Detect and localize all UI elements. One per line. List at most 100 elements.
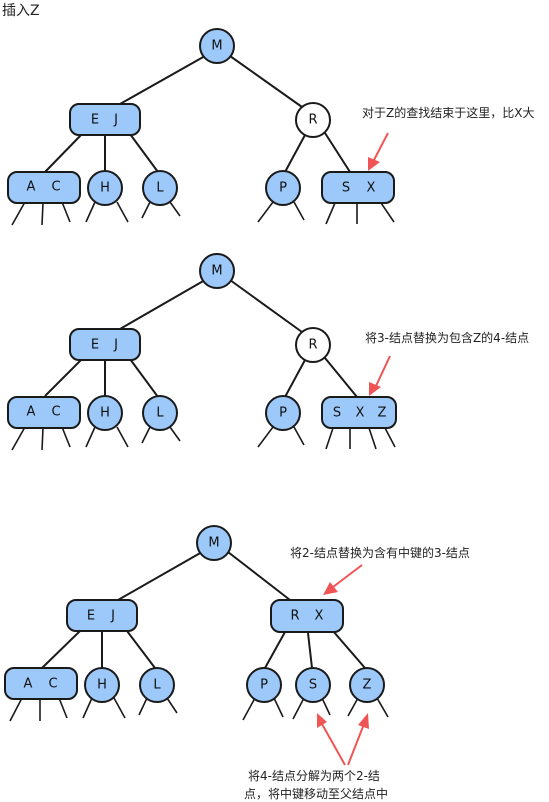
key-label: E — [91, 338, 99, 353]
node-p: P — [265, 170, 301, 206]
edge-m-rx — [227, 551, 291, 601]
annotation-step2: 将3-结点替换为包含Z的4-结点 — [365, 330, 529, 345]
page-title: 插入Z — [2, 3, 40, 19]
node-m: M — [199, 28, 235, 64]
key-label: M — [211, 264, 222, 279]
annotation-split-line1: 将4-结点分解为两个2-结 — [248, 769, 380, 783]
key-label: X — [367, 181, 376, 196]
node-ac: A C — [7, 171, 81, 204]
arrowhead — [369, 382, 381, 396]
key-label: Z — [363, 678, 372, 693]
edge-m-r — [229, 279, 303, 333]
key-label: J — [110, 609, 115, 624]
edge-r-p — [284, 134, 306, 173]
node-ej: E J — [69, 328, 141, 361]
node-p: P — [265, 395, 301, 431]
annotation-split-line2: 点，将中键移动至父结点中 — [244, 786, 388, 801]
node-h: H — [87, 395, 123, 431]
key-label: S — [342, 181, 350, 196]
node-ej: E J — [69, 103, 141, 136]
node-p: P — [246, 667, 282, 703]
edge-ej-l — [129, 133, 159, 173]
key-label: E — [91, 113, 99, 128]
annotation-arrow — [332, 564, 363, 588]
key-label: L — [153, 678, 161, 693]
edge-ej-ac — [44, 133, 83, 173]
edge-m-ej — [119, 55, 206, 105]
node-r: R — [295, 102, 331, 138]
key-label: H — [97, 678, 107, 693]
edge-ej-ac — [41, 630, 81, 669]
key-label: C — [51, 405, 60, 420]
annotation-step1: 对于Z的查找结束于这里，比X大 — [362, 105, 534, 120]
key-label: M — [208, 536, 219, 551]
key-label: S — [309, 678, 317, 693]
node-r: R — [295, 327, 331, 363]
annotation-arrow — [373, 132, 389, 161]
key-label: M — [211, 39, 222, 54]
key-label: P — [260, 678, 268, 693]
arrowhead — [368, 157, 380, 171]
node-l: L — [142, 395, 178, 431]
key-label: E — [87, 609, 95, 624]
edge-r-sxz — [324, 357, 358, 398]
edge-m-r — [229, 55, 303, 108]
key-label: A — [24, 677, 33, 692]
edge-rx-z — [332, 630, 366, 669]
edge-ej-l — [129, 358, 159, 398]
node-ac: A C — [4, 667, 78, 700]
key-label: R — [290, 609, 299, 624]
panel-step3: M E J R X A C H L P S — [4, 525, 470, 801]
node-ej: E J — [66, 599, 138, 632]
node-l: L — [142, 170, 178, 206]
leaf-stubs — [11, 426, 396, 451]
edge-m-ej — [119, 279, 206, 330]
key-label: Z — [378, 406, 387, 421]
annotation-step3: 将2-结点替换为含有中键的3-结点 — [290, 545, 470, 560]
key-label: R — [308, 338, 317, 353]
key-label: A — [27, 405, 36, 420]
arrowhead — [317, 713, 327, 728]
key-label: H — [100, 181, 110, 196]
node-sx: S X — [321, 171, 395, 204]
panel-step1: M E J R A C H L P S X — [7, 28, 534, 226]
key-label: X — [356, 406, 365, 421]
node-z: Z — [349, 667, 385, 703]
node-rx: R X — [270, 599, 344, 633]
node-ac: A C — [7, 396, 81, 429]
key-label: S — [333, 406, 341, 421]
key-label: C — [51, 180, 60, 195]
edge-ej-ac — [44, 358, 83, 397]
key-label: X — [315, 609, 324, 624]
edge-rx-s — [307, 632, 313, 669]
panel-step2: M E J R A C H L P S X — [7, 253, 529, 451]
key-label: H — [100, 406, 110, 421]
edge-r-sx — [324, 132, 351, 173]
key-label: C — [48, 677, 57, 692]
key-label: J — [113, 113, 118, 128]
node-h: H — [84, 667, 120, 703]
leaf-stubs — [11, 201, 395, 226]
node-l: L — [139, 667, 175, 703]
node-s: S — [295, 667, 331, 703]
key-label: A — [27, 180, 36, 195]
arrowhead — [358, 713, 369, 729]
split-arrow-left — [321, 723, 346, 766]
edge-rx-p — [264, 631, 286, 669]
node-sxz: S X Z — [321, 396, 397, 429]
annotation-arrow — [375, 355, 391, 387]
split-arrow-right — [347, 723, 365, 766]
arrowhead — [323, 582, 338, 595]
key-label: R — [308, 113, 317, 128]
edge-r-p — [284, 359, 306, 398]
node-m: M — [196, 525, 232, 561]
key-label: L — [156, 181, 164, 196]
key-label: P — [279, 181, 287, 196]
node-h: H — [87, 170, 123, 206]
key-label: P — [279, 406, 287, 421]
key-label: L — [156, 406, 164, 421]
edge-m-ej — [117, 551, 203, 601]
node-m: M — [199, 253, 235, 289]
leaf-stubs — [9, 697, 389, 722]
